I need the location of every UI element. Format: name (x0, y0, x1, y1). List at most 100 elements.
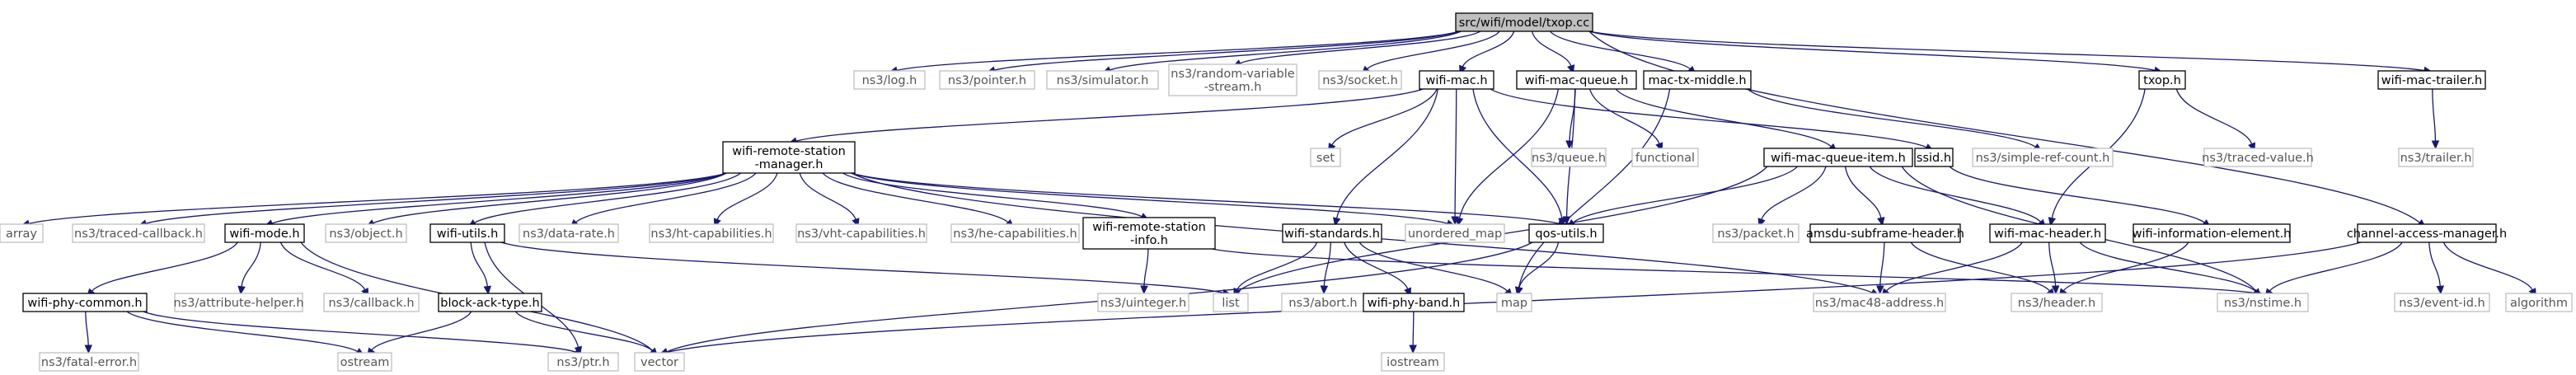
node-ns3-log-h: ns3/log.h (853, 70, 926, 90)
edge-arrowhead (1409, 345, 1417, 354)
node-txop-h[interactable]: txop.h (2138, 70, 2186, 90)
edge-root-to-socket (1361, 30, 1500, 75)
node-wifi-mac-h[interactable]: wifi-mac.h (1419, 70, 1494, 90)
node-wifi-phy-band-h[interactable]: wifi-phy-band.h (1363, 293, 1465, 312)
node-ns3-header-h: ns3/header.h (2011, 293, 2103, 312)
node-wifi-remote-station-info-h[interactable]: wifi-remote-station-info.h (1082, 217, 1216, 250)
edge-line (1358, 241, 1508, 292)
edge-wmh-to-nstime (2079, 241, 2262, 298)
node-label: ns3/event-id.h (2399, 297, 2485, 310)
edge-wifimac-to-ssid (1490, 88, 1935, 152)
edge-line (1747, 88, 2036, 148)
edge-line (470, 241, 488, 287)
node-box (323, 293, 420, 312)
node-box (1516, 70, 1637, 90)
edge-line (1761, 166, 1827, 220)
node-box (2203, 148, 2312, 167)
node-label: ssid.h (1917, 152, 1951, 165)
edge-line (241, 241, 261, 287)
node-label: mac-tx-middle.h (1648, 74, 1746, 87)
node-box (224, 223, 305, 243)
node-box (2377, 70, 2486, 90)
node-set: set (1310, 148, 1341, 167)
node-box (174, 293, 303, 312)
node-wifi-standards-h[interactable]: wifi-standards.h (1282, 223, 1382, 243)
edge-wrsm-to-object (365, 172, 727, 227)
edge-root-to-wmt (1588, 30, 2433, 75)
edge-line (1885, 241, 2023, 292)
node-wifi-mode-h[interactable]: wifi-mode.h (224, 223, 305, 243)
node-channel-access-manager-h[interactable]: channel-access-manager.h (2347, 223, 2507, 243)
node-box (2357, 223, 2497, 243)
node-ns3-fatal-error-h: ns3/fatal-error.h (39, 352, 139, 372)
node-wifi-phy-common-h[interactable]: wifi-phy-common.h (22, 293, 148, 312)
edge-line (2175, 88, 2253, 144)
edge-wmh-to-header (2048, 241, 2060, 295)
node-label: ns3/packet.h (1717, 227, 1794, 241)
node-wifi-information-element-h[interactable]: wifi-information-element.h (2133, 223, 2292, 243)
node-box (1168, 63, 1297, 96)
node-label: set (1316, 152, 1335, 165)
node-box (438, 293, 542, 312)
node-algorithm: algorithm (2505, 293, 2573, 312)
edge-line (271, 172, 727, 224)
node-wifi-remote-station-manager-h[interactable]: wifi-remote-station-manager.h (722, 141, 856, 174)
node-wifi-mac-queue-h[interactable]: wifi-mac-queue.h (1516, 70, 1637, 90)
node-wifi-mac-queue-item-h[interactable]: wifi-mac-queue-item.h (1763, 148, 1913, 167)
node-label: ns3/simple-ref-count.h (1976, 152, 2110, 165)
node-qos-utils-h[interactable]: qos-utils.h (1528, 223, 1604, 243)
node-label: src/wifi/model/txop.cc (1459, 16, 1589, 30)
node-label: ns3/trailer.h (2400, 152, 2472, 165)
node-iostream: iostream (1381, 352, 1445, 372)
edge-line (575, 172, 757, 223)
node-ns3-queue-h: ns3/queue.h (1531, 148, 1607, 167)
edge-line (1879, 241, 1885, 287)
node-amsdu-subframe-header-h[interactable]: amsdu-subframe-header.h (1806, 223, 1964, 243)
edge-line (1588, 30, 2156, 72)
node-wifi-utils-h[interactable]: wifi-utils.h (429, 223, 505, 243)
edge-wmq-to-functional (1589, 88, 1663, 152)
edge-cam-to-nstime (2264, 241, 2403, 298)
node-label: iostream (1387, 356, 1439, 369)
edge-line (1588, 30, 2420, 223)
node-box (1712, 223, 1799, 243)
node-label: ns3/log.h (862, 74, 917, 87)
edge-wpb-to-iostream (1409, 311, 1417, 354)
node-label: ns3/data-rate.h (523, 227, 615, 241)
edge-line (1367, 30, 1500, 70)
edge-line (799, 172, 856, 220)
node-mac-tx-middle-h[interactable]: mac-tx-middle.h (1643, 70, 1752, 90)
node-ns3-packet-h: ns3/packet.h (1712, 223, 1799, 243)
node-label: wifi-remote-station (732, 145, 846, 158)
node-wifi-mac-header-h[interactable]: wifi-mac-header.h (1989, 223, 2106, 243)
edge-cam-to-algorithm (2442, 241, 2536, 298)
node-box (1643, 70, 1752, 90)
node-wifi-mac-trailer-h[interactable]: wifi-mac-trailer.h (2377, 70, 2486, 90)
node-label: ns3/callback.h (328, 297, 414, 310)
node-box (1213, 293, 1249, 312)
edge-line (896, 30, 1460, 72)
edge-asfh-to-mac48 (1876, 241, 1885, 295)
edge-line (851, 172, 1448, 224)
edge-arrowhead (1455, 217, 1464, 227)
edge-line (1490, 88, 1927, 148)
node-box (1082, 217, 1216, 250)
node-label: wifi-mac.h (1425, 74, 1487, 87)
edge-arrowhead (2051, 285, 2060, 295)
edge-line (1335, 88, 1438, 219)
node-ns3-pointer-h: ns3/pointer.h (939, 70, 1035, 90)
node-block-ack-type-h[interactable]: block-ack-type.h (438, 293, 542, 312)
node-box (547, 352, 619, 372)
node-box (1046, 70, 1159, 90)
node-box (1496, 293, 1532, 312)
edge-wpc-to-ostream (126, 311, 365, 356)
edge-arrowhead (1877, 217, 1885, 227)
edge-wmh-to-mac48 (1881, 241, 2023, 298)
edge-wifimode-to-attrhelper (237, 241, 261, 295)
edge-arrowhead (2431, 140, 2440, 150)
edge-line (1518, 88, 1671, 288)
node-box (1381, 352, 1445, 372)
node-ns3-vht-capabilities-h: ns3/vht-capabilities.h (795, 223, 927, 243)
node-ssid-h[interactable]: ssid.h (1914, 148, 1954, 167)
